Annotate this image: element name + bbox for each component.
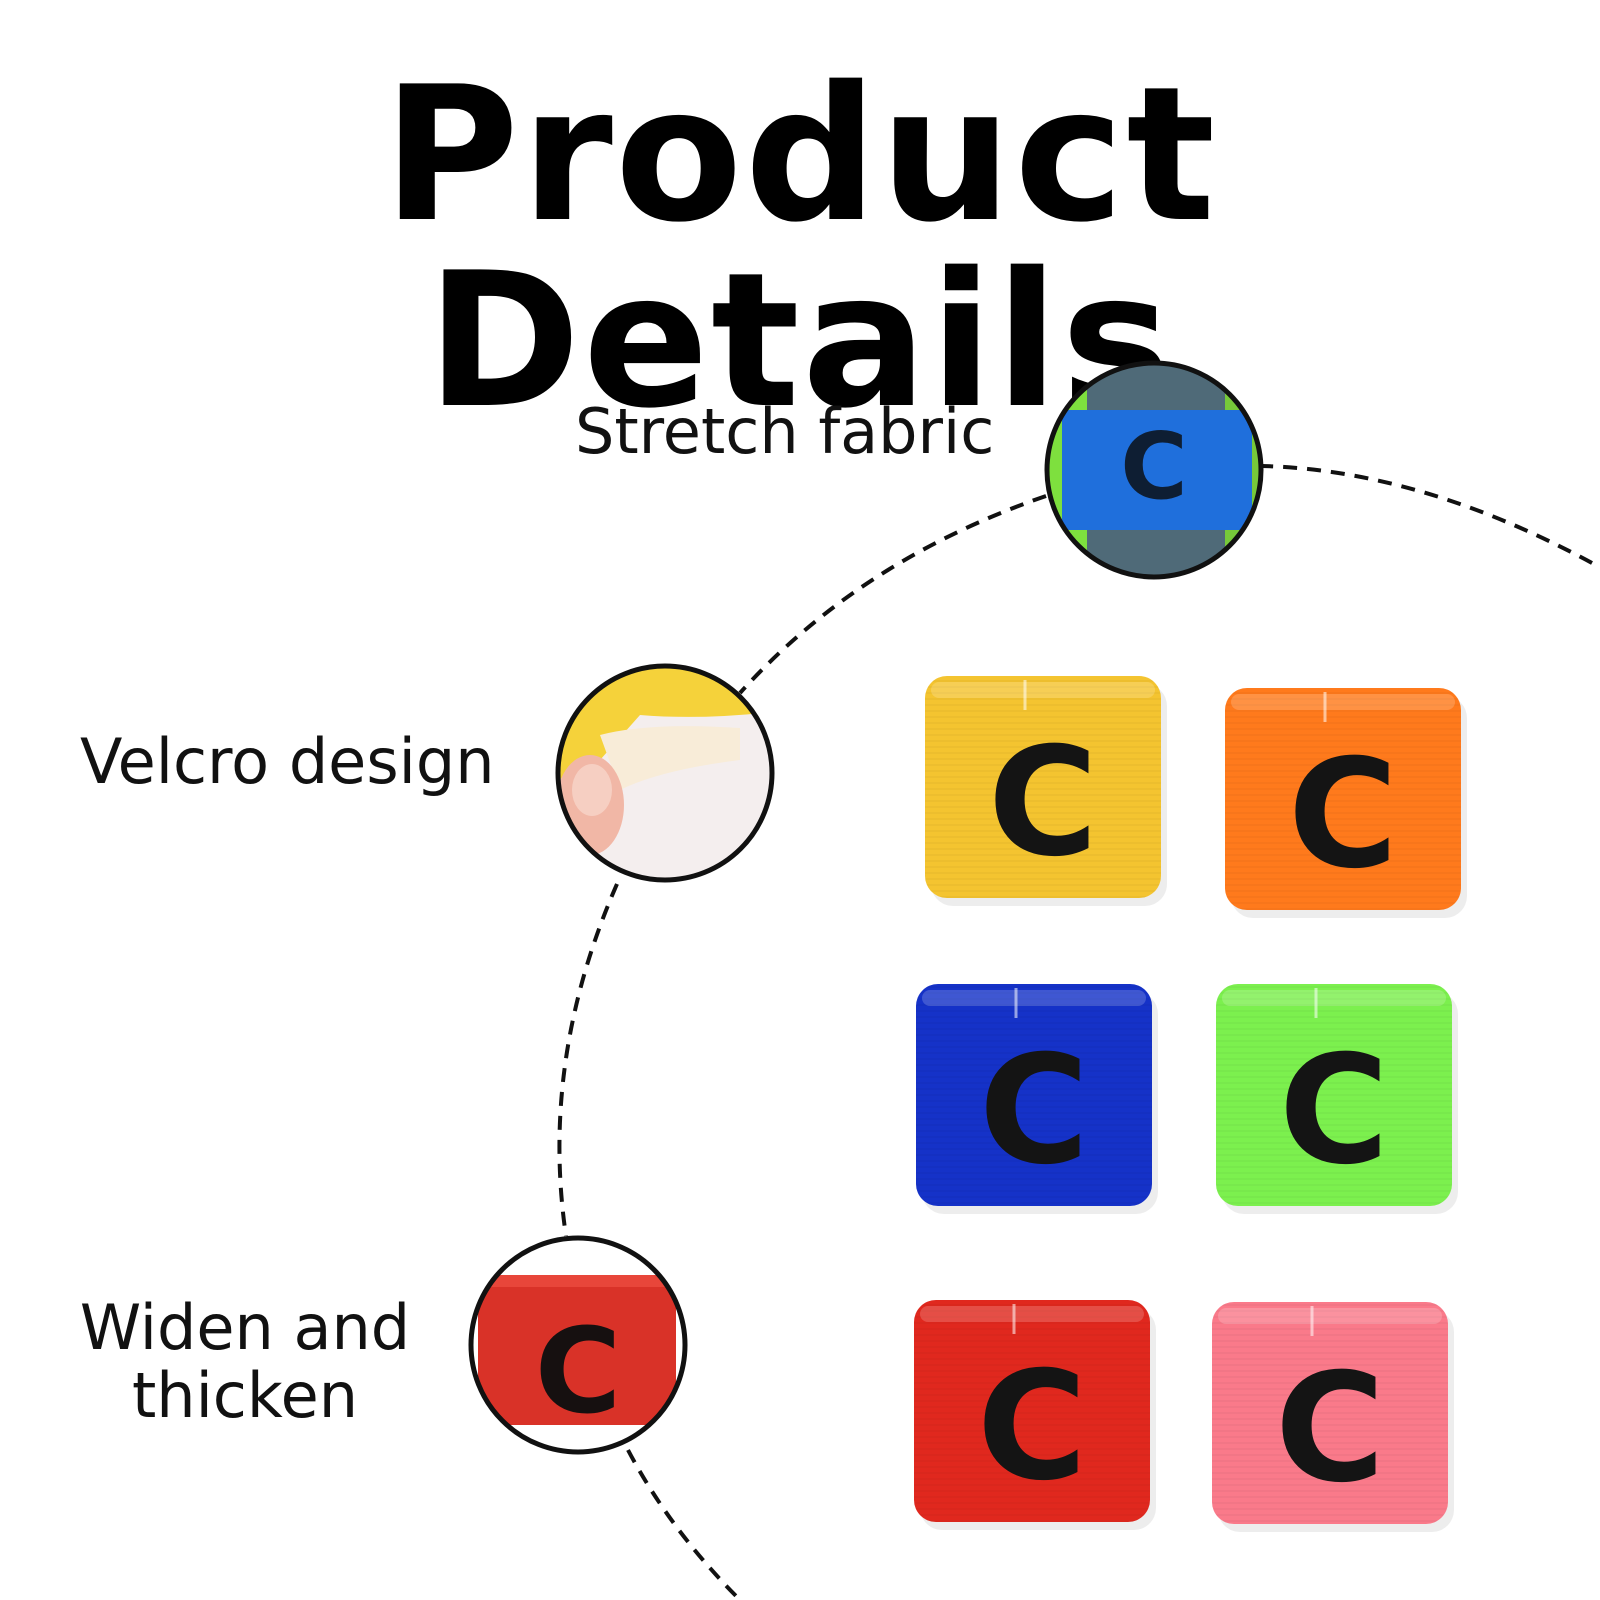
- armband-green: C: [1216, 984, 1458, 1214]
- armband-letter: C: [1275, 1342, 1385, 1516]
- armband-letter: C: [535, 1302, 622, 1440]
- armband-red: C: [914, 1300, 1156, 1530]
- armband-letter: C: [979, 1024, 1089, 1198]
- armband-letter: C: [1279, 1024, 1389, 1198]
- page-title: Product Details: [382, 46, 1218, 449]
- red-armband-closeup-icon: C: [468, 1235, 688, 1455]
- velcro-closeup-icon: [555, 663, 775, 883]
- armband-letter: C: [1288, 728, 1398, 902]
- armband-letter: C: [1120, 413, 1188, 520]
- feature-label-widen-and-thicken: Widen and thicken: [79, 1291, 411, 1433]
- armband-letter: C: [977, 1340, 1087, 1514]
- armband-orange: C: [1225, 688, 1467, 918]
- feature-label-velcro-design: Velcro design: [80, 725, 495, 798]
- armband-yellow: C: [925, 676, 1167, 906]
- armband-letter: C: [988, 716, 1098, 890]
- armband-blue: C: [916, 984, 1158, 1214]
- armband-pink: C: [1212, 1302, 1454, 1532]
- blue-armband-closeup-icon: C: [1044, 360, 1264, 580]
- feature-label-stretch-fabric: Stretch fabric: [575, 395, 995, 468]
